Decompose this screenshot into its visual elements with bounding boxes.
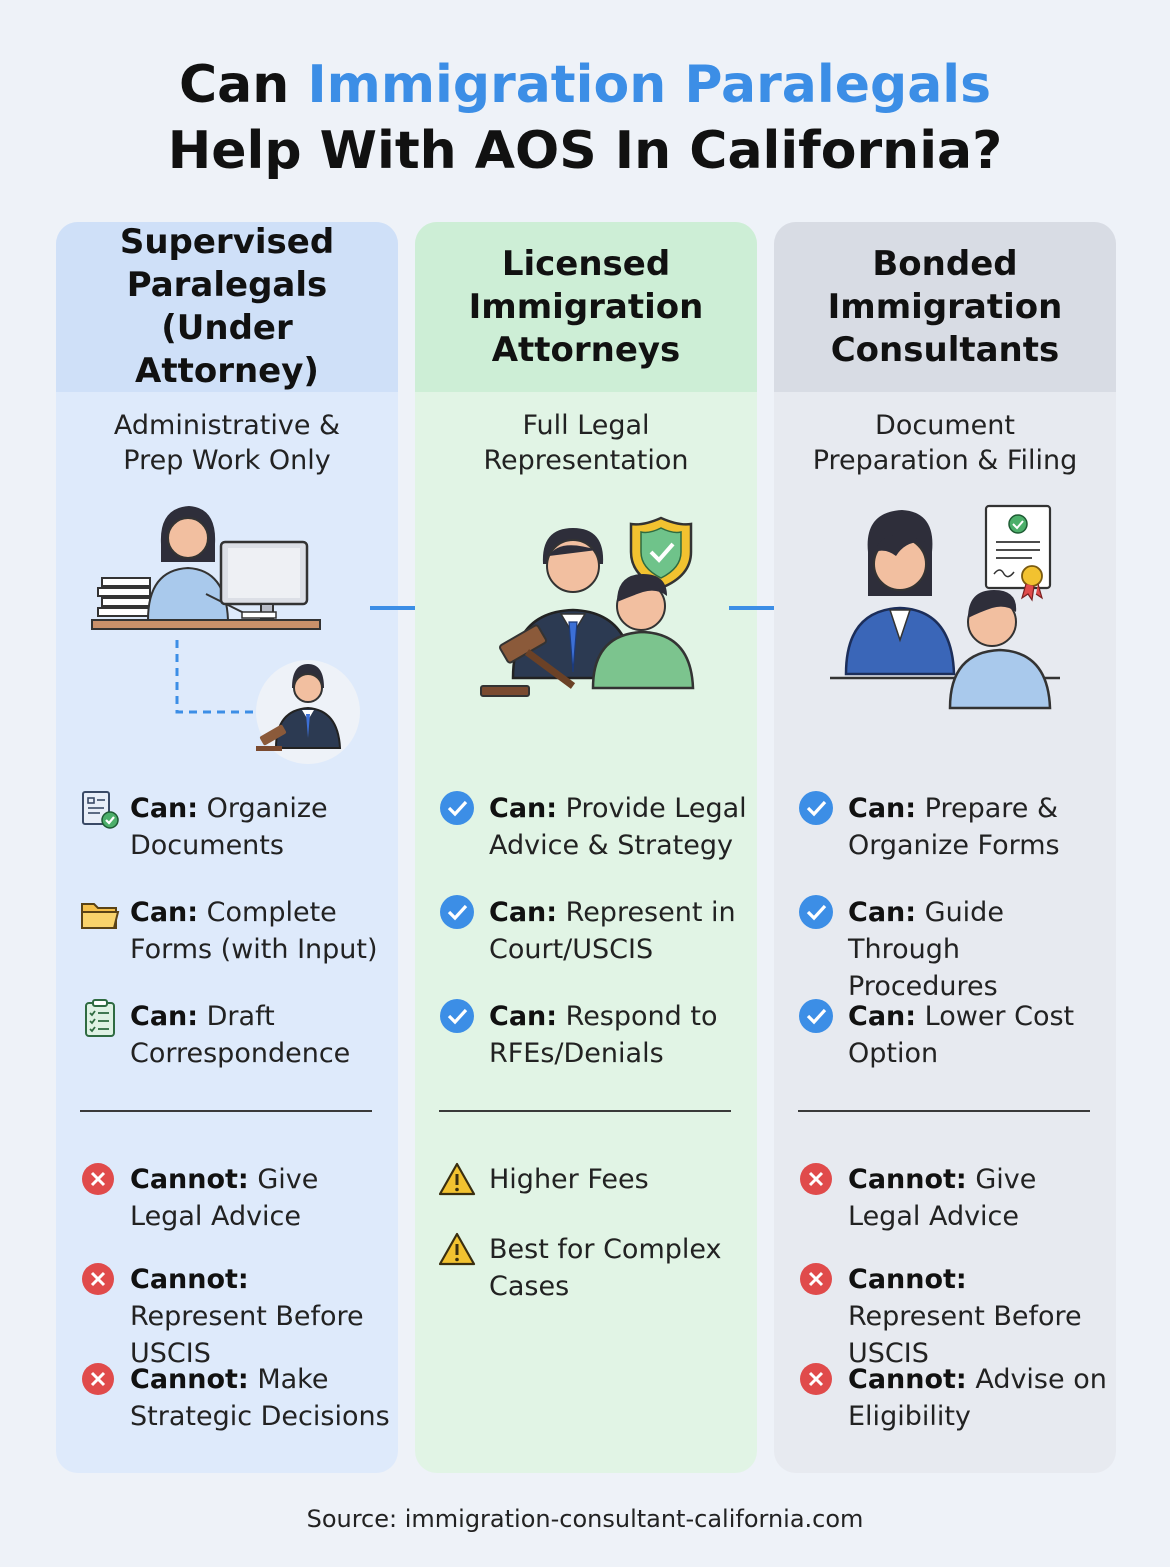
column-licensed-attorneys: Licensed Immigration Attorneys Full Lega… [415, 222, 757, 1473]
column-supervised-paralegals: Supervised Paralegals (Under Attorney) A… [56, 222, 398, 1473]
pro-item: Can: Guide Through Procedures [798, 894, 1108, 1005]
column-heading: Bonded Immigration Consultants [774, 222, 1116, 392]
cross-circle-icon [82, 1363, 114, 1395]
check-circle-icon [440, 791, 474, 825]
pro-item: Can: Lower Cost Option [798, 998, 1108, 1072]
con-item: Cannot: Represent Before USCIS [80, 1261, 390, 1372]
warning-icon [439, 1162, 476, 1196]
con-item: Cannot: Make Strategic Decisions [80, 1361, 390, 1435]
check-circle-icon [440, 895, 474, 929]
pro-item: Can: Prepare & Organize Forms [798, 790, 1108, 864]
pro-item: Can: Organize Documents [80, 790, 390, 864]
pro-item: Can: Draft Correspondence [80, 998, 390, 1072]
section-divider [439, 1110, 731, 1112]
document-check-icon [82, 791, 119, 829]
column-heading: Licensed Immigration Attorneys [415, 222, 757, 392]
con-item: Cannot: Give Legal Advice [798, 1161, 1108, 1235]
cross-circle-icon [800, 1263, 832, 1295]
con-item: Cannot: Give Legal Advice [80, 1161, 390, 1235]
title-line2: Help With AOS In California? [167, 121, 1003, 181]
column-subtitle: Administrative & Prep Work Only [113, 410, 341, 476]
consultant-illustration [830, 504, 1060, 710]
folder-icon [81, 903, 120, 929]
column-subtitle: Full Legal Representation [483, 410, 689, 476]
column-bonded-consultants: Bonded Immigration Consultants Document … [774, 222, 1116, 1473]
page-title: Can Immigration Paralegals Help With AOS… [0, 52, 1170, 184]
check-circle-icon [440, 999, 474, 1033]
warning-icon [439, 1232, 476, 1266]
con-item: Best for Complex Cases [439, 1231, 749, 1305]
cross-circle-icon [800, 1363, 832, 1395]
con-item: Higher Fees [439, 1161, 749, 1201]
attorney-illustration [480, 516, 695, 697]
check-circle-icon [799, 895, 833, 929]
pro-item: Can: Provide Legal Advice & Strategy [439, 790, 749, 864]
title-line1-prefix: Can [178, 55, 308, 115]
cross-circle-icon [800, 1163, 832, 1195]
title-accent: Immigration Paralegals [307, 55, 992, 115]
paralegal-illustration [91, 506, 360, 764]
pro-item: Can: Respond to RFEs/Denials [439, 998, 749, 1072]
source-credit: Source: immigration-consultant-californi… [306, 1505, 864, 1533]
cross-circle-icon [82, 1263, 114, 1295]
column-heading: Supervised Paralegals (Under Attorney) [56, 222, 398, 392]
check-circle-icon [799, 791, 833, 825]
column-subtitle: Document Preparation & Filing [812, 410, 1078, 476]
check-circle-icon [799, 999, 833, 1033]
con-item: Cannot: Advise on Eligibility [798, 1361, 1108, 1435]
section-divider [80, 1110, 372, 1112]
con-item: Cannot: Represent Before USCIS [798, 1261, 1108, 1372]
section-divider [798, 1110, 1090, 1112]
pro-item: Can: Represent in Court/USCIS [439, 894, 749, 968]
pro-item: Can: Complete Forms (with Input) [80, 894, 390, 968]
clipboard-list-icon [85, 999, 115, 1037]
cross-circle-icon [82, 1163, 114, 1195]
